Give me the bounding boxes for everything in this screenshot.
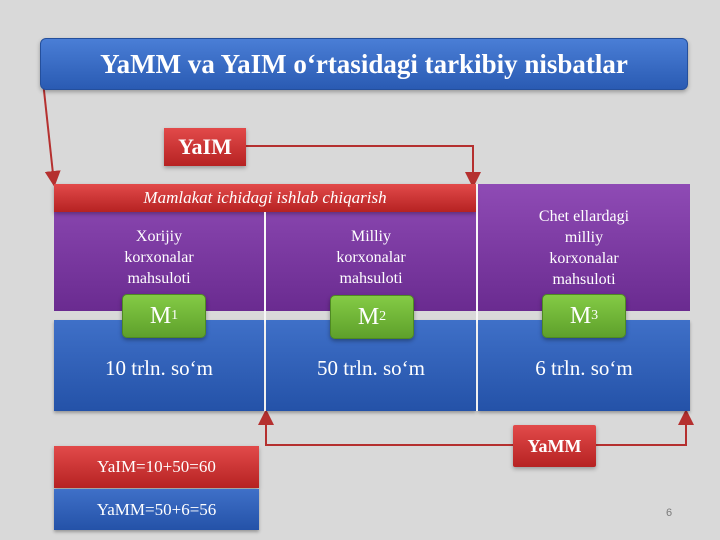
m3-subscript: 3 [591,308,599,323]
yamm-formula-box: YaMM=50+6=56 [54,489,259,530]
m1-subscript: 1 [171,308,179,323]
column-2-description: Milliy korxonalar mahsuloti [336,228,406,287]
page-number: 6 [666,507,673,519]
m1-letter: M [149,302,172,329]
domestic-production-bar: Mamlakat ichidagi ishlab chiqarish [54,184,476,212]
m3-letter: M [569,302,592,329]
column-1-value: 10 trln. so‘m [105,356,213,380]
column-divider-2 [476,184,478,411]
column-3-description-box: Chet ellardagi milliy korxonalar mahsulo… [478,184,690,311]
yamm-connector-right [596,409,694,446]
yaim-connector [246,145,481,188]
column-divider-1 [264,212,266,411]
yamm-connector [258,409,513,446]
column-1-value-box: 10 trln. so‘m [54,320,264,411]
slide-title: YaMM va YaIM o‘rtasidagi tarkibiy nisbat… [40,38,688,90]
m2-subscript: 2 [379,309,387,324]
column-3-description: Chet ellardagi milliy korxonalar mahsulo… [538,208,630,288]
domestic-production-label: Mamlakat ichidagi ishlab chiqarish [143,188,387,207]
yaim-label-box: YaIM [164,128,246,166]
yaim-formula-box: YaIM=10+50=60 [54,446,259,488]
column-3-value: 6 trln. so‘m [535,356,633,380]
column-1-description: Xorijiy korxonalar mahsuloti [124,228,194,287]
title-to-left-arrow [41,71,61,187]
m2-letter: M [357,303,380,330]
column-2-value: 50 trln. so‘m [317,356,425,380]
yamm-label-box: YaMM [513,425,596,467]
